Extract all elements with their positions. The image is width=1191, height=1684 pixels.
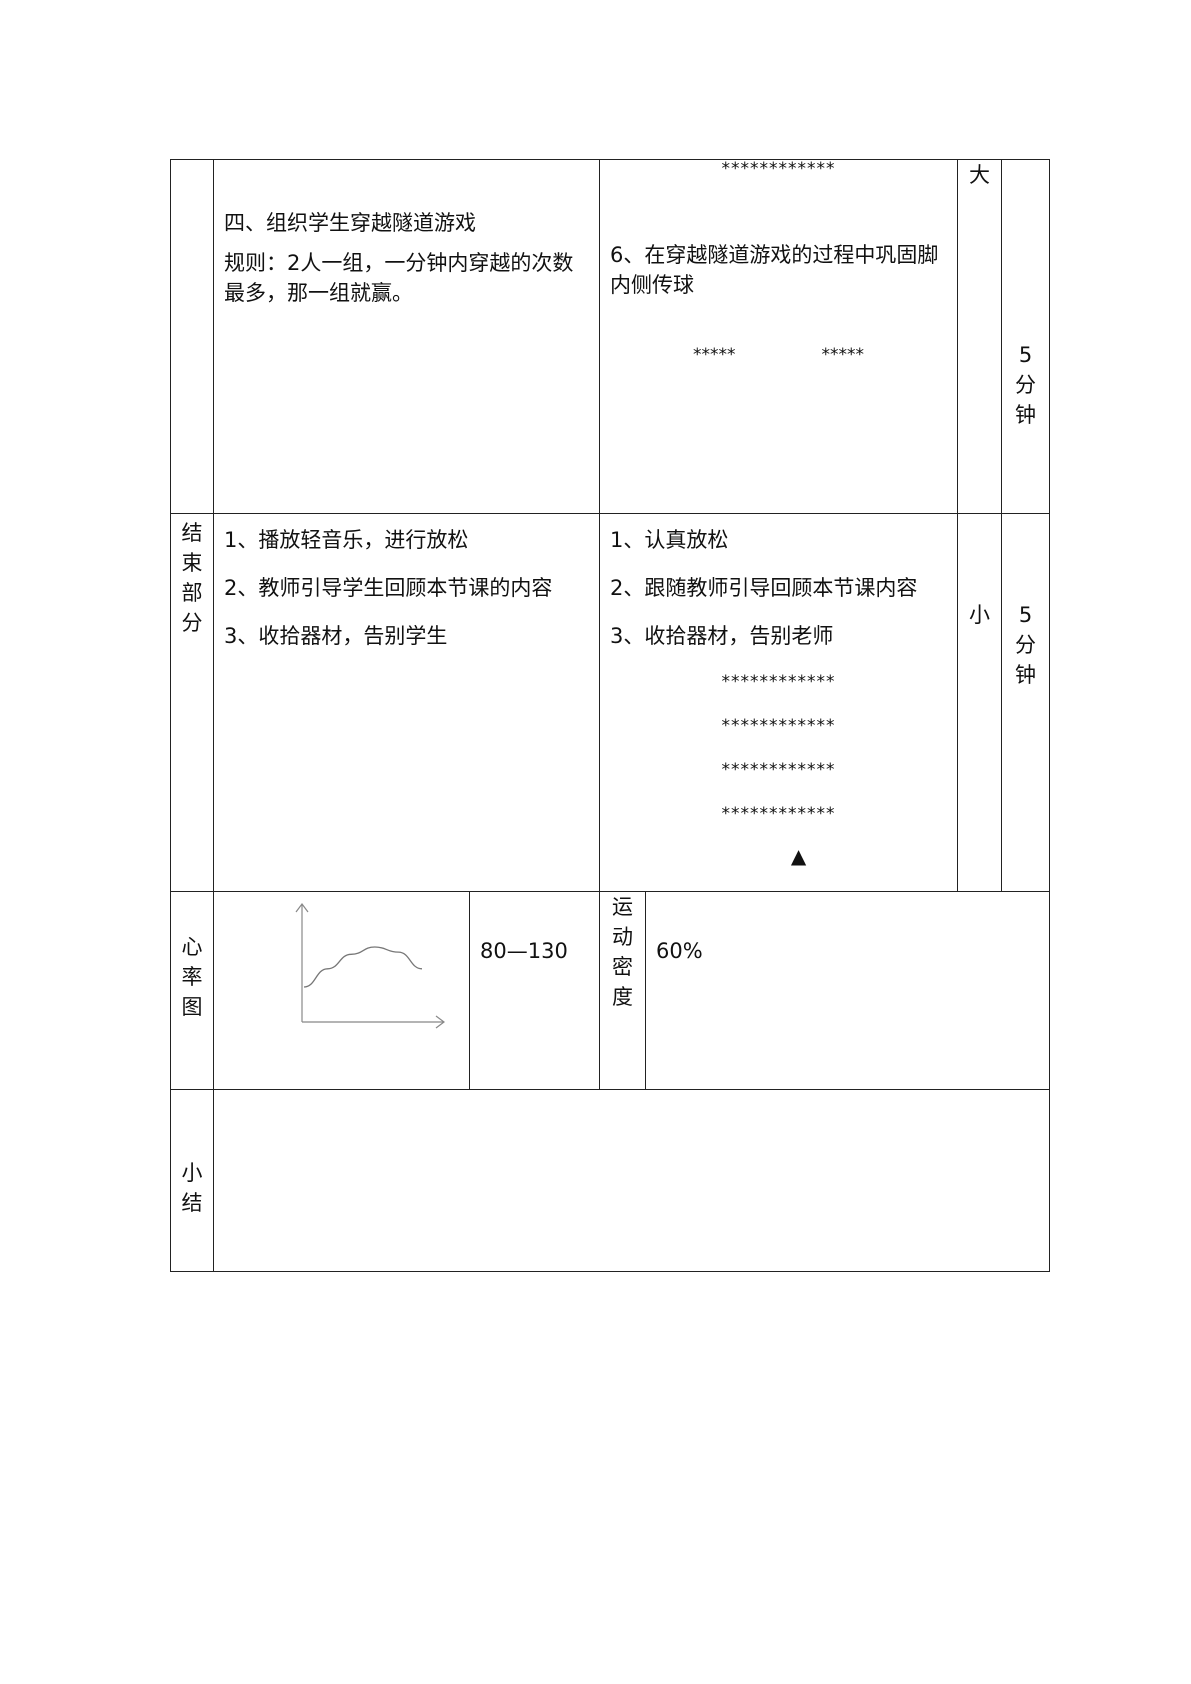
time-cell: 5 分 钟	[1001, 159, 1051, 514]
row-ending: 结 束 部 分 1、播放轻音乐，进行放松 2、教师引导学生回顾本节课的内容 3、…	[170, 513, 1051, 892]
formation-stars: ************	[721, 159, 836, 179]
lesson-plan-table: 四、组织学生穿越隧道游戏 规则：2人一组，一分钟内穿越的次数最多，那一组就赢。 …	[170, 159, 1051, 1272]
method-cell: ************ 6、在穿越隧道游戏的过程中巩固脚内侧传球 ***** …	[599, 159, 959, 514]
section-char: 结	[181, 521, 203, 545]
time-char: 钟	[1015, 663, 1037, 687]
label-char: 动	[612, 925, 634, 949]
time-number: 5	[1018, 343, 1033, 367]
intensity-value: 小	[969, 603, 991, 627]
density-value: 60%	[656, 939, 703, 963]
section-label-cell: 结 束 部 分	[170, 513, 214, 892]
intensity-cell: 小	[957, 513, 1003, 892]
heart-rate-value: 80—130	[480, 939, 568, 963]
summary-content-cell	[212, 1089, 1051, 1272]
time-cell: 5 分 钟	[1001, 513, 1051, 892]
content-heading: 四、组织学生穿越隧道游戏	[224, 211, 476, 235]
formation-pairs: ***** *****	[610, 340, 947, 370]
formation-stars-right: *****	[821, 345, 865, 365]
section-label-cell	[170, 159, 214, 514]
section-char: 束	[181, 551, 203, 575]
row-heart-rate: 心 率 图 80—130 运 动 密 度 60%	[170, 891, 1051, 1090]
label-char: 结	[181, 1191, 203, 1215]
formation-stars: ************	[721, 804, 836, 824]
time-char: 分	[1015, 373, 1037, 397]
formation-stars: ************	[721, 716, 836, 736]
section-char: 部	[181, 581, 203, 605]
content-item: 2、教师引导学生回顾本节课的内容	[224, 576, 553, 600]
method-item: 2、跟随教师引导回顾本节课内容	[610, 576, 918, 600]
x-axis-arrow	[435, 1015, 445, 1029]
label-char: 度	[612, 985, 634, 1009]
y-axis-arrow	[295, 903, 309, 913]
content-item: 1、播放轻音乐，进行放松	[224, 528, 469, 552]
method-cell: 1、认真放松 2、跟随教师引导回顾本节课内容 3、收拾器材，告别老师 *****…	[599, 513, 959, 892]
formation-stars-left: *****	[693, 345, 736, 365]
content-item: 3、收拾器材，告别学生	[224, 624, 448, 648]
row-summary: 小 结	[170, 1089, 1051, 1272]
content-cell: 四、组织学生穿越隧道游戏 规则：2人一组，一分钟内穿越的次数最多，那一组就赢。	[212, 159, 601, 514]
intensity-value: 大	[969, 163, 991, 187]
time-char: 钟	[1015, 403, 1037, 427]
time-char: 分	[1015, 633, 1037, 657]
density-label-cell: 运 动 密 度	[599, 891, 647, 1090]
method-item: 1、认真放松	[610, 528, 729, 552]
heart-rate-value-cell: 80—130	[468, 891, 601, 1090]
row-game: 四、组织学生穿越隧道游戏 规则：2人一组，一分钟内穿越的次数最多，那一组就赢。 …	[170, 159, 1051, 514]
label-char: 密	[612, 955, 634, 979]
intensity-cell: 大	[957, 159, 1003, 514]
label-char: 心	[181, 935, 203, 959]
method-text: 6、在穿越隧道游戏的过程中巩固脚内侧传球	[610, 243, 939, 297]
content-cell: 1、播放轻音乐，进行放松 2、教师引导学生回顾本节课的内容 3、收拾器材，告别学…	[212, 513, 601, 892]
label-char: 图	[181, 995, 203, 1019]
heart-rate-chart-cell	[213, 891, 470, 1090]
density-value-cell: 60%	[645, 891, 1051, 1090]
label-char: 率	[181, 965, 203, 989]
teacher-marker: ▲	[790, 844, 807, 868]
formation-stars: ************	[721, 672, 836, 692]
heart-rate-chart	[295, 903, 445, 1029]
heart-rate-label-cell: 心 率 图	[170, 891, 214, 1090]
label-char: 小	[181, 1161, 203, 1185]
formation-stars: ************	[721, 760, 836, 780]
section-char: 分	[181, 611, 203, 635]
label-char: 运	[612, 895, 634, 919]
summary-label-cell: 小 结	[170, 1089, 214, 1272]
content-rule: 规则：2人一组，一分钟内穿越的次数最多，那一组就赢。	[224, 251, 574, 305]
time-number: 5	[1018, 603, 1033, 627]
method-item: 3、收拾器材，告别老师	[610, 624, 834, 648]
heart-rate-series-line	[303, 946, 423, 988]
